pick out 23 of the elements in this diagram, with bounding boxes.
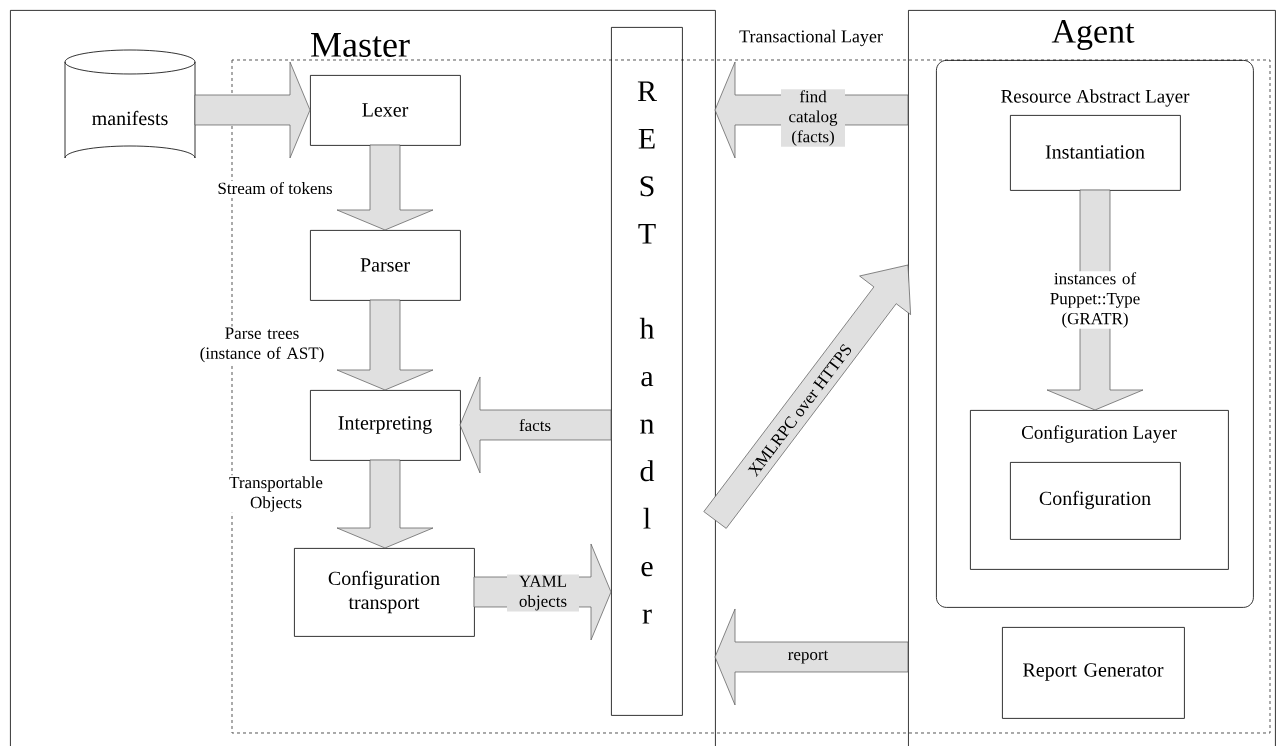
process-box: Instantiation xyxy=(1010,115,1181,191)
edge-label: instances of Puppet::Type (GRATR) xyxy=(1030,271,1160,329)
process-box: Interpreting xyxy=(310,390,461,461)
edge-label: Transportable Objects xyxy=(215,475,337,513)
block-arrow xyxy=(336,144,434,231)
edge-label: Parse trees (instance of AST) xyxy=(186,326,338,364)
process-box: Report Generator xyxy=(1002,627,1185,719)
block-arrow xyxy=(459,376,612,474)
process-box: Lexer xyxy=(310,75,461,146)
edge-label: find catalog (facts) xyxy=(781,89,845,147)
edge-label: YAML objects xyxy=(507,574,579,612)
block-arrow xyxy=(336,299,434,391)
database-cylinder: manifests xyxy=(64,49,196,159)
process-box: Configuration xyxy=(1010,462,1181,540)
vertical-box: REST handler xyxy=(611,27,683,716)
process-box: Configuration transport xyxy=(294,548,475,637)
edge-label: Stream of tokens xyxy=(216,180,334,196)
edge-label: report xyxy=(786,649,830,665)
block-arrow xyxy=(714,608,909,706)
layer-label: Transactional Layer xyxy=(739,29,883,47)
block-arrow xyxy=(194,61,311,159)
block-arrow xyxy=(336,459,434,549)
process-box: Parser xyxy=(310,230,461,301)
